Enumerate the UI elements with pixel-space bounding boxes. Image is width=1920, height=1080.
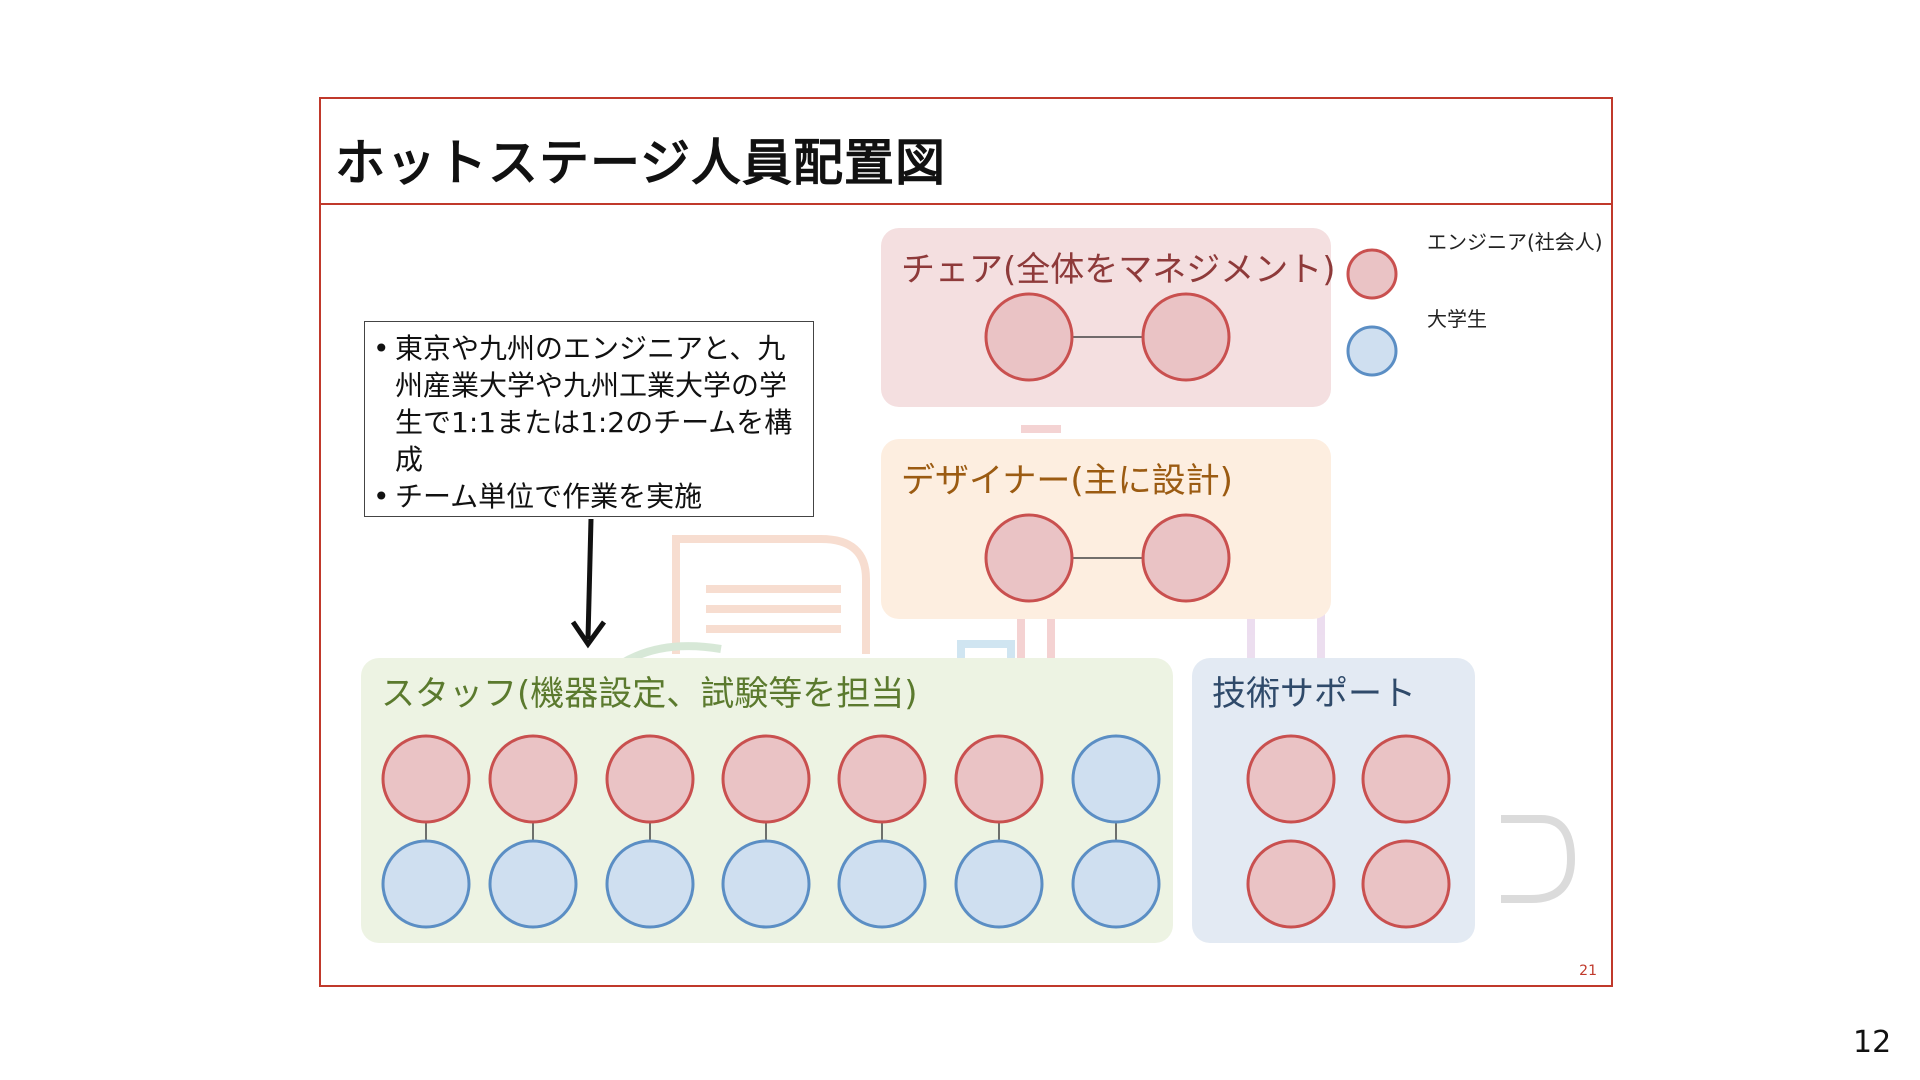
staff-engineer-node bbox=[605, 734, 695, 824]
staff-student-node bbox=[488, 839, 578, 929]
support-engineer-node bbox=[1361, 734, 1451, 824]
chair-engineer-node bbox=[1141, 292, 1231, 382]
staff-student-node bbox=[381, 839, 471, 929]
staff-student-node bbox=[837, 839, 927, 929]
support-engineer-node bbox=[1246, 734, 1336, 824]
staff-engineer-node bbox=[488, 734, 578, 824]
staff-engineer-node bbox=[721, 734, 811, 824]
group-chair: チェア(全体をマネジメント) bbox=[881, 228, 1336, 407]
staff-engineer-node bbox=[837, 734, 927, 824]
staff-student-node bbox=[721, 839, 811, 929]
team-arrow-head bbox=[570, 620, 607, 649]
staff-engineer-node bbox=[954, 734, 1044, 824]
people-nodes bbox=[381, 248, 1451, 929]
staff-student-node bbox=[1071, 734, 1161, 824]
designer-engineer-node bbox=[1141, 513, 1231, 603]
legend-engineer-label: エンジニア(社会人) bbox=[1427, 230, 1603, 254]
legend-student-node bbox=[1346, 325, 1398, 377]
group-staff-label: スタッフ(機器設定、試験等を担当) bbox=[381, 674, 918, 714]
legend-engineer-node bbox=[1346, 248, 1398, 300]
group-designer-label: デザイナー(主に設計) bbox=[901, 461, 1233, 501]
note-item: 東京や九州のエンジニアと、九州産業大学や九州工業大学の学生で1:1または1:2の… bbox=[373, 330, 803, 478]
team-arrow bbox=[585, 518, 594, 640]
note-item: チーム単位で作業を実施 bbox=[373, 478, 803, 515]
group-designer: デザイナー(主に設計) bbox=[881, 439, 1331, 619]
group-chair-label: チェア(全体をマネジメント) bbox=[901, 250, 1336, 290]
page-number: 12 bbox=[1853, 1025, 1892, 1060]
staff-student-node bbox=[605, 839, 695, 929]
chair-engineer-node bbox=[984, 292, 1074, 382]
slide-title: ホットステージ人員配置図 bbox=[335, 134, 946, 192]
staff-student-node bbox=[954, 839, 1044, 929]
support-engineer-node bbox=[1246, 839, 1336, 929]
team-note-box: 東京や九州のエンジニアと、九州産業大学や九州工業大学の学生で1:1または1:2の… bbox=[364, 321, 814, 517]
staff-engineer-node bbox=[381, 734, 471, 824]
slide-page-number: 21 bbox=[1579, 963, 1597, 979]
staff-student-node bbox=[1071, 839, 1161, 929]
slide-frame: ホットステージ人員配置図 チェア(全体をマネジメント) デザイナー(主に設計) … bbox=[319, 97, 1613, 987]
designer-engineer-node bbox=[984, 513, 1074, 603]
legend-student-label: 大学生 bbox=[1427, 307, 1487, 331]
title-divider bbox=[321, 203, 1611, 205]
support-engineer-node bbox=[1361, 839, 1451, 929]
group-support-label: 技術サポート bbox=[1212, 674, 1416, 714]
